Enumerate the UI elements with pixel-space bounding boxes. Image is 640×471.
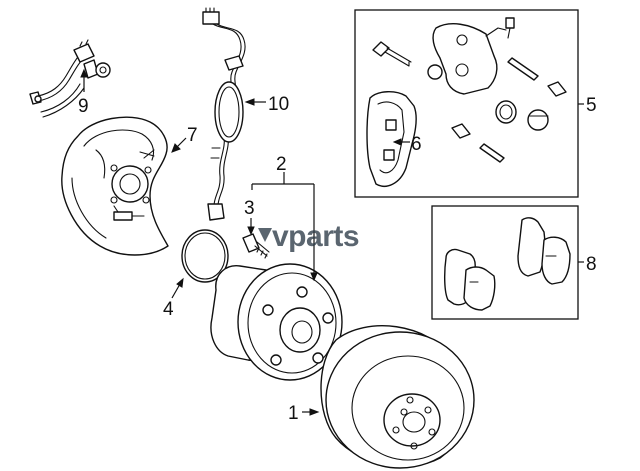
callout-9: 9	[78, 96, 89, 117]
brake-pads-part-8	[431, 205, 584, 320]
callout-8: 8	[586, 254, 597, 275]
callout-3: 3	[244, 198, 255, 219]
o-ring-part-4	[171, 229, 229, 299]
callout-5: 5	[586, 95, 597, 116]
backing-plate-part-7	[61, 116, 187, 256]
hub-bolt-part-3	[242, 218, 270, 259]
disc-rotor-part-1	[302, 325, 475, 469]
callout-6: 6	[411, 134, 422, 155]
callout-2: 2	[276, 154, 287, 175]
vparts-logo-mark	[258, 228, 272, 242]
callout-7: 7	[187, 125, 198, 146]
watermark-text: vparts	[272, 220, 359, 253]
callout-10: 10	[268, 94, 289, 115]
callout-1: 1	[288, 403, 299, 424]
caliper-bracket-part-6	[366, 91, 417, 187]
callout-4: 4	[163, 299, 174, 320]
abs-sensor-part-10	[202, 7, 266, 221]
vparts-watermark: vparts	[258, 220, 360, 253]
hub-bearing-part-2	[210, 172, 343, 381]
brake-hose-part-9	[29, 39, 111, 118]
